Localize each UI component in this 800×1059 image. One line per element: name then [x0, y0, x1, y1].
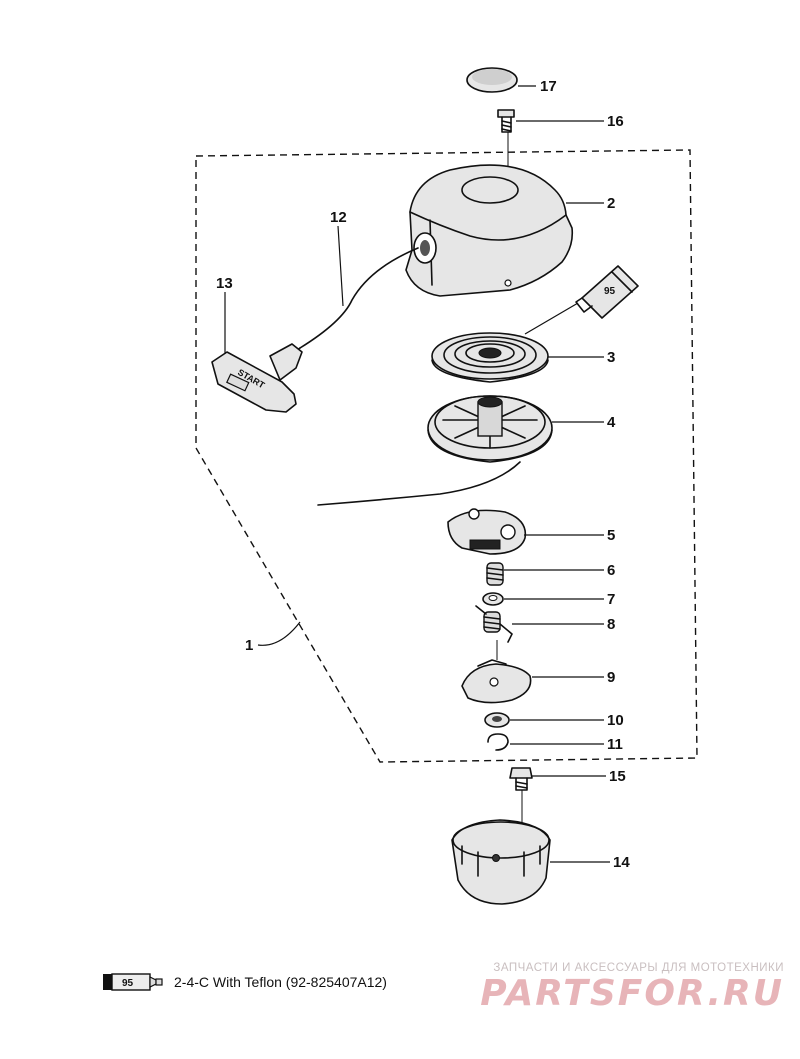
lube-tube-95 [575, 265, 639, 319]
watermark-logo: PARTSFOR.RU [480, 973, 784, 1014]
callout-14: 14 [613, 854, 630, 871]
pawl-plate-9 [461, 659, 532, 704]
torsion-spring-8 [475, 605, 513, 643]
legend: 95 2-4-C With Teflon (92-825407A12) [102, 968, 387, 996]
lube-tube-label: 95 [604, 286, 616, 297]
lube-tube-legend-icon: 95 [103, 973, 163, 991]
callout-12: 12 [330, 209, 347, 226]
callout-2: 2 [607, 195, 615, 212]
callout-6: 6 [607, 562, 615, 579]
callout-15: 15 [609, 768, 626, 785]
starter-rope-12 [299, 247, 419, 349]
cap-17 [466, 67, 518, 93]
leader-1 [257, 621, 301, 646]
callout-7: 7 [607, 591, 615, 608]
start-handle-13: START [211, 343, 303, 413]
pawl-5 [447, 508, 527, 555]
callout-3: 3 [607, 349, 615, 366]
clip-11 [487, 733, 509, 751]
callout-10: 10 [607, 712, 624, 729]
callout-9: 9 [607, 669, 615, 686]
callout-13: 13 [216, 275, 233, 292]
leader-95 [524, 302, 579, 335]
legend-tube-label: 95 [122, 978, 134, 989]
watermark-tagline: ЗАПЧАСТИ И АКСЕССУАРЫ ДЛЯ МОТОТЕХНИКИ [493, 962, 784, 974]
callout-8: 8 [607, 616, 615, 633]
washer-10 [484, 712, 510, 728]
callout-1: 1 [245, 637, 253, 654]
starter-cup-14 [451, 819, 551, 905]
rope-pulley-4 [427, 395, 553, 463]
spring-6 [486, 562, 504, 586]
washer-7 [482, 592, 504, 606]
callout-5: 5 [607, 527, 615, 544]
rope-from-pulley [317, 461, 521, 506]
screw-16 [497, 109, 515, 133]
bolt-15 [509, 767, 533, 791]
assembly-boundary [195, 149, 698, 763]
legend-text: 2-4-C With Teflon (92-825407A12) [174, 974, 387, 990]
callout-4: 4 [607, 414, 616, 431]
recoil-spring-3 [431, 332, 549, 383]
leader-12 [337, 225, 344, 307]
watermark: ЗАПЧАСТИ И АКСЕССУАРЫ ДЛЯ МОТОТЕХНИКИ PA… [480, 962, 784, 1014]
starter-housing-2 [405, 164, 574, 297]
callout-11: 11 [607, 736, 623, 753]
callout-17: 17 [540, 78, 557, 95]
callout-16: 16 [607, 113, 624, 130]
